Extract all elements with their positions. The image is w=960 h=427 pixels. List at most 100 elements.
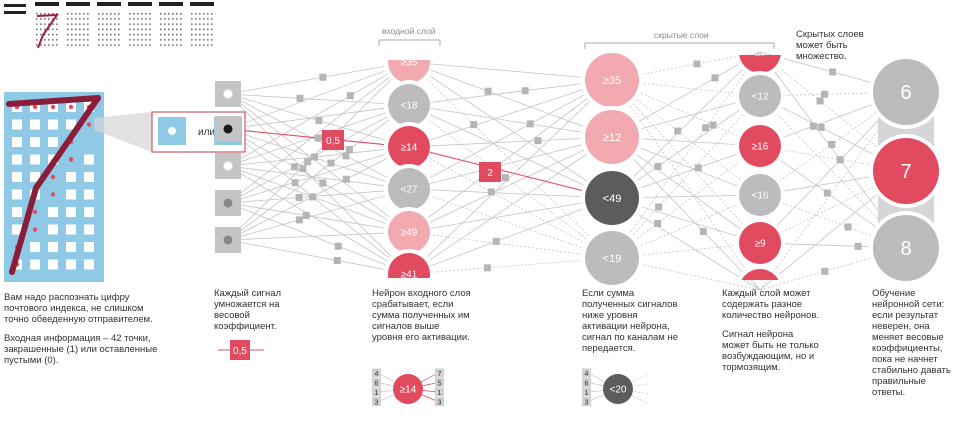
digit-thumbnail: [129, 13, 151, 46]
weight-marker: [296, 94, 304, 102]
weight-marker: [816, 97, 824, 105]
neuron: ≥35: [581, 49, 643, 111]
many-layers-note: Скрытых слоев может быть множество.: [796, 29, 864, 62]
input-dot: [84, 259, 94, 270]
caption-weights: Каждый сигнал умножается на весовой коэф…: [214, 288, 282, 332]
mini-output-value: 3: [438, 400, 442, 407]
caption-layer-sizes: Каждый слой может содержать разное колич…: [722, 288, 822, 373]
weight-marker: [501, 174, 509, 182]
connection-line: [611, 79, 761, 196]
weight-marker: [310, 153, 318, 161]
neuron-threshold: ≥41: [401, 270, 418, 281]
connection-line: [227, 165, 410, 233]
svg-text:2: 2: [487, 168, 493, 179]
connection-line: [611, 79, 761, 147]
weight-marker: [694, 164, 702, 172]
weight-marker: [821, 267, 829, 275]
weight-marker: [709, 121, 717, 129]
caption-layer-sizes-signal: Сигнал нейрона может быть не только возб…: [722, 329, 819, 373]
connection-line: [759, 247, 907, 291]
neuron: <27: [384, 164, 430, 214]
neuron-threshold: ≥14: [401, 143, 418, 154]
input-dot: [84, 172, 94, 182]
connection-line: [408, 79, 613, 233]
neuron-threshold: <18: [401, 101, 418, 112]
connection-line: [759, 170, 907, 244]
input-layer-bracket: [378, 39, 441, 46]
neuron-threshold: 6: [900, 82, 911, 104]
weight-marker: [829, 68, 837, 76]
connection-line: [227, 231, 410, 241]
filled-dot: [86, 122, 92, 127]
connection-line: [227, 93, 410, 106]
neuron-threshold: 7: [900, 161, 911, 183]
weight-marker: [854, 242, 862, 250]
input-dot: [30, 154, 40, 165]
weight-marker: [291, 163, 299, 171]
connection-line: [611, 194, 761, 259]
input-layer-neurons: ≥35<18≥14<27≥49≥41: [384, 60, 430, 281]
weight-marker: [346, 92, 354, 100]
input-dot: [48, 137, 58, 147]
connection-line: [227, 61, 410, 241]
connection-line: [227, 93, 410, 233]
input-digit-grid: [4, 92, 104, 282]
input-dot: [12, 154, 22, 165]
weight-marker: [291, 179, 299, 187]
filled-dot: [68, 104, 74, 110]
neuron-threshold: ≥9: [754, 239, 765, 250]
filled-dot: [68, 157, 74, 162]
input-dot: [84, 242, 94, 252]
neuron: <16: [735, 170, 785, 220]
input-dot: [66, 242, 76, 252]
input-signal: [215, 190, 241, 216]
input-dot: [48, 119, 58, 130]
digit-thumbnail: [67, 13, 89, 46]
neuron-threshold: <27: [401, 185, 418, 196]
weight-marker: [345, 145, 353, 153]
thumbnail-bar: [128, 2, 152, 6]
weight-legend-icon: 0,5: [218, 340, 264, 360]
neuron: ≥5: [735, 55, 785, 77]
mini-output-value: 5: [438, 381, 442, 388]
filled-dot: [50, 104, 56, 110]
neuron-threshold: ≥35: [603, 75, 621, 87]
mini-input-value: 1: [375, 390, 379, 397]
neuron-threshold: 8: [900, 238, 911, 260]
connection-line: [408, 104, 613, 199]
neuron-threshold: <49: [603, 193, 622, 205]
weight-marker: [693, 60, 701, 68]
digit-sample-thumbnails: [4, 2, 214, 49]
weight-marker: [655, 203, 663, 211]
thumbnail-bar: [35, 2, 59, 6]
active-signal-path: [408, 146, 613, 199]
weight-marker: [483, 264, 491, 272]
connection-line: [611, 136, 761, 291]
input-dot: [48, 259, 58, 270]
connection-line: [227, 188, 410, 241]
weight-marker: [342, 175, 350, 183]
connection-line: [227, 165, 410, 190]
neuron: <12: [735, 71, 785, 121]
weight-marker: [699, 227, 707, 235]
weight-marker: [342, 152, 350, 160]
thumbnail-bar: [66, 2, 90, 6]
digit-thumbnail: [191, 13, 213, 46]
weight-marker: [484, 87, 492, 95]
caption-training: Обучение нейронной сети: если результат …: [872, 288, 951, 398]
weight-marker: [821, 90, 829, 98]
output-neurons: 6 7 8: [869, 55, 943, 285]
weight-marker: [534, 137, 542, 145]
connection-line: [408, 136, 613, 148]
weight-marker: [304, 158, 312, 166]
input-dot: [30, 119, 40, 130]
connection-line: [759, 95, 907, 249]
weight-marker: [470, 121, 478, 129]
mini-input-value: 6: [375, 381, 379, 388]
weight-marker: [526, 120, 534, 128]
neuron: ≥14: [384, 122, 430, 172]
thumbnail-bar: [190, 2, 214, 6]
connection-weight-markers: [291, 60, 862, 275]
